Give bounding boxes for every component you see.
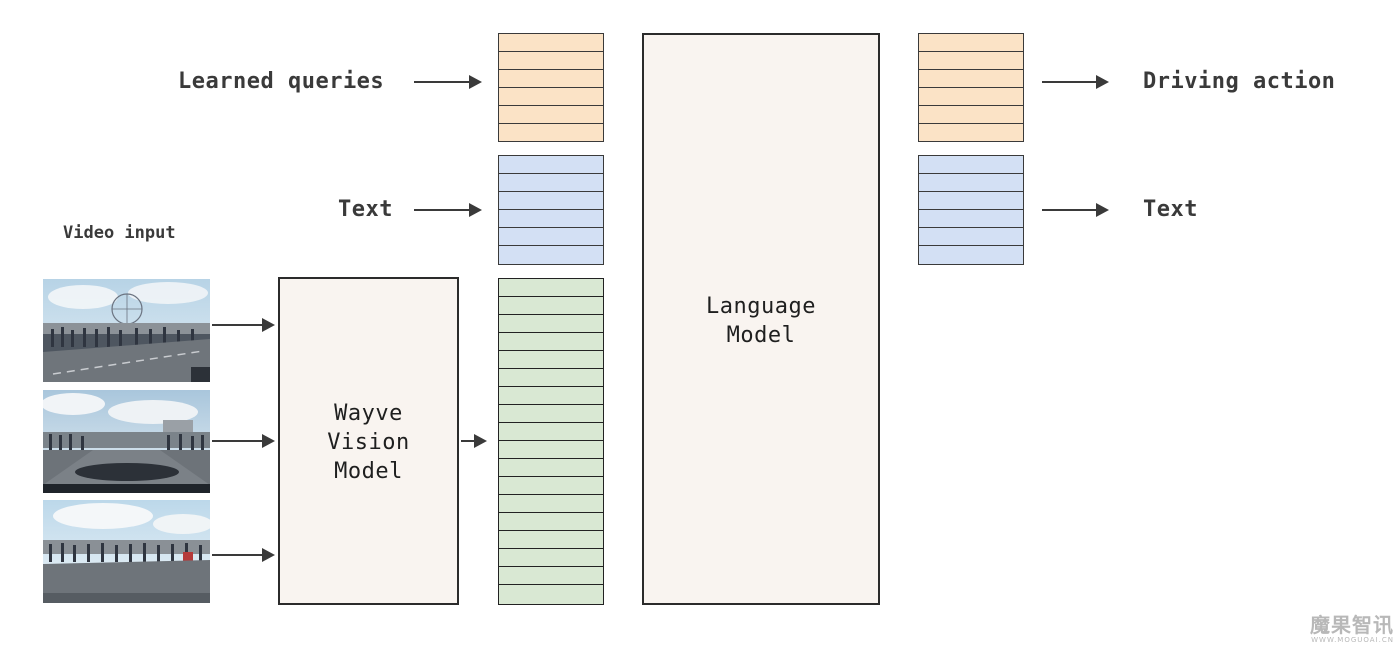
vision-tokens-arrow: [461, 434, 487, 448]
vision-token: [499, 297, 603, 315]
driving-action-label: Driving action: [1143, 69, 1336, 94]
vision-token: [499, 315, 603, 333]
vision-token: [499, 567, 603, 585]
action-token: [919, 70, 1023, 88]
vision-token: [499, 513, 603, 531]
query-token: [499, 88, 603, 106]
vision-token: [499, 351, 603, 369]
language-model-label: Language Model: [706, 294, 816, 348]
query-token: [499, 70, 603, 88]
vision-token: [499, 585, 603, 603]
vision-model-label: Wayve Vision Model: [327, 401, 410, 484]
text-input-tokens: [498, 155, 604, 265]
video-frame-3: [43, 500, 210, 603]
video-frame-3-arrow: [212, 548, 275, 562]
vision-token: [499, 369, 603, 387]
text-token: [499, 192, 603, 210]
language-model-box: Language Model: [642, 33, 880, 605]
text-output-token: [919, 246, 1023, 263]
vision-token: [499, 477, 603, 495]
video-frame-2-arrow: [212, 434, 275, 448]
text-input-label: Text: [338, 197, 393, 222]
watermark-main: 魔果智讯: [1310, 613, 1394, 637]
action-token: [919, 52, 1023, 70]
vision-token: [499, 549, 603, 567]
video-frame-1: [43, 279, 210, 382]
text-token: [499, 228, 603, 246]
vision-token: [499, 531, 603, 549]
vision-token: [499, 279, 603, 297]
vision-token: [499, 495, 603, 513]
query-token: [499, 34, 603, 52]
text-output-token: [919, 192, 1023, 210]
learned-query-tokens: [498, 33, 604, 142]
driving-action-tokens: [918, 33, 1024, 142]
watermark: 魔果智讯 WWW.MOGUOAI.CN: [1310, 614, 1394, 644]
vision-token: [499, 459, 603, 477]
vision-token: [499, 441, 603, 459]
wayve-vision-model-box: Wayve Vision Model: [278, 277, 459, 605]
text-output-token: [919, 156, 1023, 174]
text-token: [499, 246, 603, 263]
text-output-token: [919, 174, 1023, 192]
text-output-label: Text: [1143, 197, 1198, 222]
learned-queries-arrow: [414, 75, 482, 89]
vision-tokens: [498, 278, 604, 605]
video-input-label: Video input: [63, 223, 176, 243]
query-token: [499, 106, 603, 124]
text-token: [499, 156, 603, 174]
video-frame-2: [43, 390, 210, 493]
video-frame-2-image: [43, 390, 210, 493]
text-input-arrow: [414, 203, 482, 217]
action-token: [919, 88, 1023, 106]
text-output-tokens: [918, 155, 1024, 265]
video-frame-1-arrow: [212, 318, 275, 332]
query-token: [499, 52, 603, 70]
video-frame-3-image: [43, 500, 210, 603]
action-token: [919, 34, 1023, 52]
watermark-sub: WWW.MOGUOAI.CN: [1311, 636, 1394, 644]
action-token: [919, 124, 1023, 140]
query-token: [499, 124, 603, 140]
video-frame-1-image: [43, 279, 210, 382]
action-token: [919, 106, 1023, 124]
text-token: [499, 210, 603, 228]
text-output-token: [919, 228, 1023, 246]
vision-token: [499, 423, 603, 441]
learned-queries-label: Learned queries: [178, 69, 385, 94]
driving-action-arrow: [1042, 75, 1109, 89]
text-output-token: [919, 210, 1023, 228]
vision-token: [499, 405, 603, 423]
vision-token: [499, 333, 603, 351]
text-token: [499, 174, 603, 192]
text-output-arrow: [1042, 203, 1109, 217]
vision-token: [499, 387, 603, 405]
